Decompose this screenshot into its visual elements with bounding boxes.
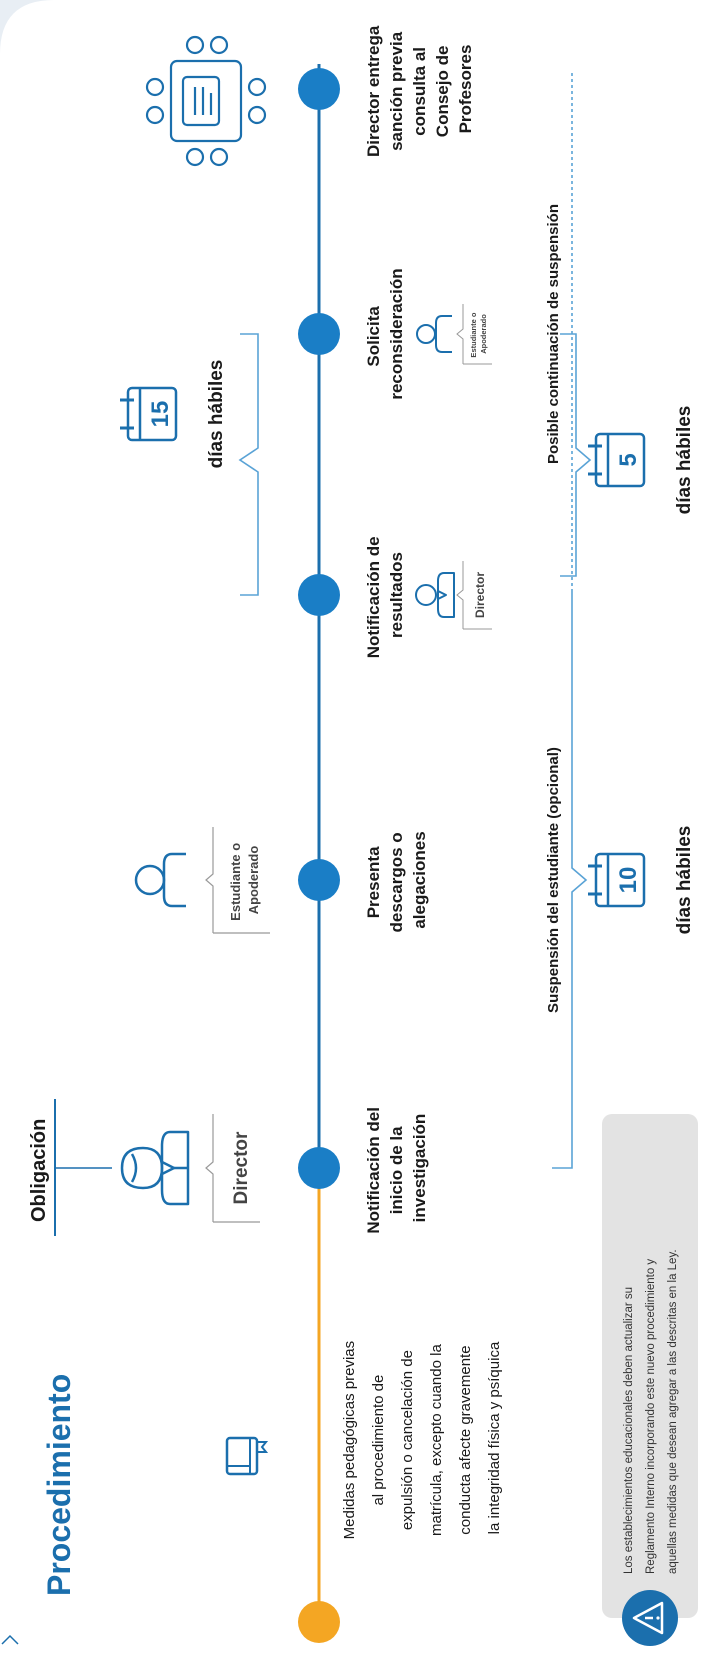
- director-label: Director: [473, 572, 487, 618]
- council-meeting-icon: [145, 35, 267, 167]
- step-label-line: Director entrega: [364, 25, 383, 157]
- suspension-bracket: [552, 592, 588, 1169]
- intro-line: Medidas pedagógicas previas: [341, 1341, 358, 1539]
- duration-unit: días hábiles: [206, 360, 227, 469]
- student-guardian-icon: [416, 315, 452, 353]
- step-label-line: sanción previa: [387, 31, 406, 151]
- step-label: Notificación del inicio de la investigac…: [364, 1102, 429, 1233]
- note-box: [602, 1114, 698, 1618]
- intro-line: expulsión o cancelación de: [399, 1350, 416, 1530]
- timeline-node: [298, 313, 340, 355]
- step-label-line: resultados: [387, 552, 406, 638]
- student-guardian-label-line: Apoderado: [479, 314, 488, 354]
- timeline-node: [298, 1147, 340, 1189]
- step-label-line: Presenta: [364, 846, 383, 918]
- days-count: 15: [147, 401, 174, 428]
- chevron-icon: [1, 1634, 19, 1645]
- step-label-line: alegaciones: [410, 831, 429, 928]
- step-label-line: Notificación del: [364, 1107, 383, 1234]
- warning-icon: [622, 1590, 678, 1646]
- duration-unit: días hábiles: [674, 826, 695, 935]
- suspension-range-label: Suspensión del estudiante (opcional): [545, 747, 562, 1013]
- timeline-node: [298, 68, 340, 110]
- step-label-line: Solicita: [364, 306, 383, 367]
- step-label-line: inicio de la: [387, 1126, 406, 1214]
- student-guardian-label-line: Estudiante o: [469, 312, 478, 357]
- step-label: Solicita reconsideración: [364, 268, 406, 399]
- timeline-node: [298, 859, 340, 901]
- step-label-line: Profesores: [456, 45, 475, 134]
- calendar-icon: 5: [588, 432, 646, 488]
- step-label: Director entrega sanción previa consulta…: [364, 21, 475, 157]
- intro-line: al procedimiento de: [370, 1375, 387, 1506]
- duration-bracket: [560, 333, 592, 577]
- intro-line: matrícula, excepto cuando la: [428, 1344, 445, 1536]
- calendar-icon: 10: [588, 852, 646, 908]
- duration-bracket: [238, 333, 259, 596]
- student-guardian-label: Estudiante o Apoderado: [228, 839, 261, 921]
- student-guardian-label-line: Estudiante o: [228, 843, 243, 921]
- note-line: Los establecimientos educacionales deben…: [623, 1287, 635, 1574]
- days-count: 5: [615, 453, 642, 466]
- step-label-line: reconsideración: [387, 268, 406, 399]
- calendar-icon: 15: [120, 386, 178, 442]
- duration-unit: días hábiles: [674, 406, 695, 515]
- note-line: Reglamento Interno incorporando este nue…: [645, 1259, 657, 1574]
- obligation-title: Obligación: [28, 1119, 50, 1222]
- note-text: Los establecimientos educacionales deben…: [623, 1249, 679, 1574]
- director-icon: [415, 572, 455, 618]
- intro-text: Medidas pedagógicas previas al procedimi…: [341, 1337, 503, 1540]
- student-guardian-label: Estudiante o Apoderado: [469, 310, 488, 357]
- step-label-line: descargos o: [387, 832, 406, 932]
- director-icon: [120, 1130, 190, 1206]
- director-tag: Director: [456, 561, 492, 630]
- timeline-start-node: [298, 1601, 340, 1643]
- step-label-line: Notificación de: [364, 536, 383, 658]
- book-icon: [225, 1436, 269, 1476]
- days-count: 10: [615, 867, 642, 894]
- student-guardian-label-line: Apoderado: [246, 846, 261, 915]
- step-label-line: Consejo de: [433, 46, 452, 138]
- director-label: Director: [231, 1131, 252, 1204]
- step-label-line: consulta al: [410, 47, 429, 136]
- student-guardian-icon: [134, 852, 186, 908]
- timeline-node: [298, 574, 340, 616]
- director-tag: Director: [205, 1114, 260, 1223]
- intro-line: la integridad física y psíquica: [486, 1341, 503, 1534]
- student-guardian-tag: Estudiante o Apoderado: [205, 827, 270, 934]
- page-title: Procedimiento: [41, 1374, 77, 1596]
- note-line: aquellas medidas que desean agregar a la…: [667, 1249, 679, 1574]
- step-label: Notificación de resultados: [364, 532, 406, 659]
- step-label: Presenta descargos o alegaciones: [364, 828, 429, 933]
- continuation-range-label: Posible continuación de suspensión: [545, 204, 562, 464]
- step-label-line: investigación: [410, 1114, 429, 1223]
- intro-line: conducta afecte gravemente: [457, 1345, 474, 1534]
- student-guardian-tag: Estudiante o Apoderado: [456, 304, 492, 365]
